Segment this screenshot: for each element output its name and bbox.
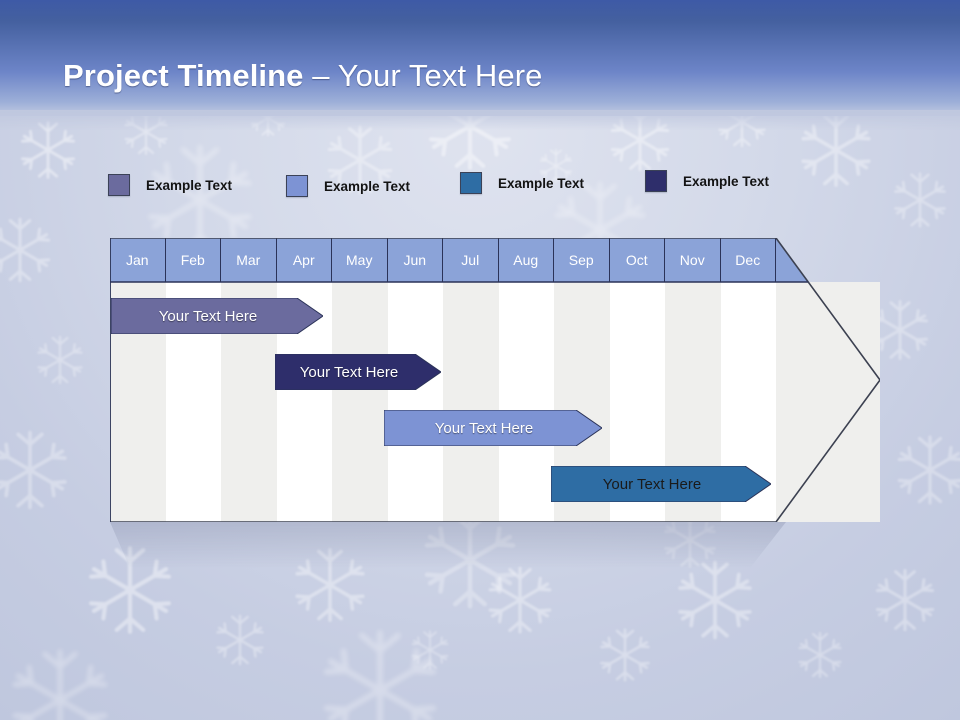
timeline-bar-2[interactable]: Your Text Here xyxy=(275,354,441,390)
legend-item-2[interactable]: Example Text xyxy=(286,175,410,197)
month-cell-aug[interactable]: Aug xyxy=(499,238,554,282)
month-cell-feb[interactable]: Feb xyxy=(166,238,221,282)
legend-label-4: Example Text xyxy=(683,173,770,189)
timeline-bar-label-3: Your Text Here xyxy=(434,419,534,437)
month-cell-dec[interactable]: Dec xyxy=(721,238,776,282)
page-title-strong: Project Timeline xyxy=(63,58,304,93)
month-cell-nov[interactable]: Nov xyxy=(665,238,721,282)
legend-label-1: Example Text xyxy=(146,177,233,193)
legend-label-3: Example Text xyxy=(498,175,585,191)
month-cell-jan[interactable]: Jan xyxy=(110,238,166,282)
timeline-bar-4[interactable]: Your Text Here xyxy=(551,466,771,502)
legend-swatch-2 xyxy=(286,175,308,197)
month-cell-apr[interactable]: Apr xyxy=(277,238,332,282)
legend-swatch-1 xyxy=(108,174,130,196)
legend-swatch-3 xyxy=(460,172,482,194)
month-cell-may[interactable]: May xyxy=(332,238,388,282)
page-title-separator: – xyxy=(303,58,338,93)
page-title-light: Your Text Here xyxy=(337,58,543,93)
month-cell-sep[interactable]: Sep xyxy=(554,238,610,282)
timeline-bar-1[interactable]: Your Text Here xyxy=(111,298,323,334)
page-title: Project Timeline – Your Text Here xyxy=(63,58,542,94)
grid-column-5 xyxy=(332,282,388,522)
month-cell-oct[interactable]: Oct xyxy=(610,238,665,282)
legend-swatch-4 xyxy=(645,170,667,192)
timeline-bar-label-1: Your Text Here xyxy=(158,307,258,325)
timeline-bar-3[interactable]: Your Text Here xyxy=(384,410,602,446)
timeline-bar-label-4: Your Text Here xyxy=(602,475,702,493)
grid-column-6 xyxy=(387,282,443,522)
month-cell-jun[interactable]: Jun xyxy=(388,238,443,282)
grid-column-13 xyxy=(776,282,880,522)
month-cell-jul[interactable]: Jul xyxy=(443,238,499,282)
title-band xyxy=(0,0,960,130)
timeline-bar-label-2: Your Text Here xyxy=(299,363,399,381)
legend-item-4[interactable]: Example Text xyxy=(645,170,769,192)
legend-item-3[interactable]: Example Text xyxy=(460,172,584,194)
legend-label-2: Example Text xyxy=(324,178,411,194)
legend: Example Text Example Text Example Text Exam… xyxy=(108,166,808,200)
grid-column-8 xyxy=(498,282,554,522)
legend-item-1[interactable]: Example Text xyxy=(108,174,232,196)
grid-column-7 xyxy=(443,282,499,522)
month-cell-mar[interactable]: Mar xyxy=(221,238,277,282)
timeline-drop-shadow xyxy=(110,522,786,568)
